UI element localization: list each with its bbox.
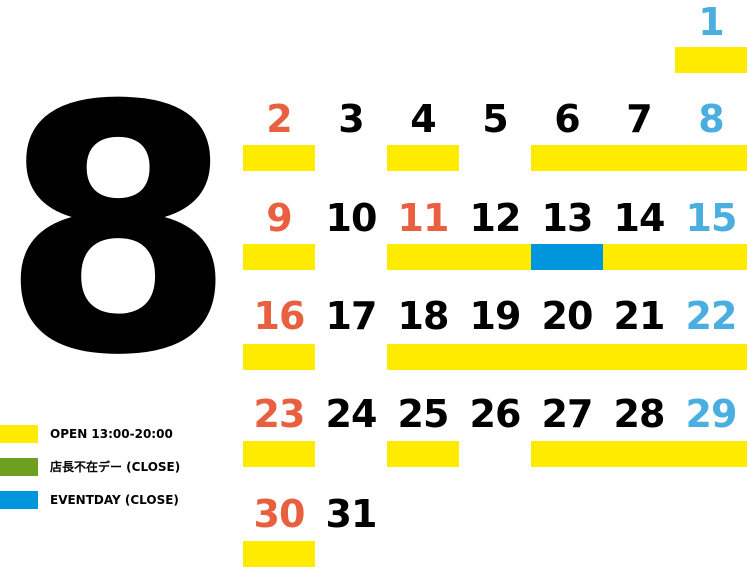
day-status-bar — [531, 244, 603, 270]
day-status-bar — [603, 244, 675, 270]
day-number: 7 — [626, 97, 652, 141]
day-status-bar — [675, 344, 747, 370]
day-status-bar — [675, 244, 747, 270]
day-number: 19 — [469, 294, 522, 338]
day-number: 10 — [325, 196, 378, 240]
day-number: 9 — [266, 196, 292, 240]
legend-label-open: OPEN 13:00-20:00 — [50, 427, 173, 441]
day-number: 22 — [685, 294, 738, 338]
day-status-bar — [387, 244, 459, 270]
legend-swatch-event — [0, 491, 38, 509]
month-number: 8 — [0, 34, 237, 430]
day-status-bar — [603, 441, 675, 467]
day-number: 27 — [541, 392, 594, 436]
legend-label-absent: 店長不在デー (CLOSE) — [50, 460, 181, 474]
day-status-bar — [459, 244, 531, 270]
day-number: 23 — [253, 392, 306, 436]
day-status-bar — [531, 344, 603, 370]
legend-label-event: EVENTDAY (CLOSE) — [50, 493, 179, 507]
day-number: 16 — [253, 294, 306, 338]
day-number: 24 — [325, 392, 378, 436]
day-number: 31 — [325, 492, 378, 536]
day-number: 20 — [541, 294, 594, 338]
day-status-bar — [243, 344, 315, 370]
day-status-bar — [531, 145, 603, 171]
day-status-bar — [675, 47, 747, 73]
day-number: 14 — [613, 196, 666, 240]
day-status-bar — [675, 441, 747, 467]
legend-swatch-open — [0, 425, 38, 443]
day-number: 1 — [698, 0, 724, 44]
day-number: 2 — [266, 97, 292, 141]
day-status-bar — [459, 344, 531, 370]
day-number: 4 — [410, 97, 436, 141]
day-number: 18 — [397, 294, 450, 338]
day-status-bar — [603, 344, 675, 370]
day-number: 29 — [685, 392, 738, 436]
day-number: 15 — [685, 196, 738, 240]
day-status-bar — [675, 145, 747, 171]
day-number: 11 — [397, 196, 450, 240]
day-status-bar — [243, 541, 315, 567]
day-number: 12 — [469, 196, 522, 240]
day-number: 8 — [698, 97, 724, 141]
day-number: 13 — [541, 196, 594, 240]
day-number: 25 — [397, 392, 450, 436]
day-number: 26 — [469, 392, 522, 436]
legend: OPEN 13:00-20:00 店長不在デー (CLOSE) EVENTDAY (… — [0, 425, 230, 525]
day-number: 30 — [253, 492, 306, 536]
day-status-bar — [387, 344, 459, 370]
day-status-bar — [243, 441, 315, 467]
day-number: 5 — [482, 97, 508, 141]
legend-swatch-absent — [0, 458, 38, 476]
day-status-bar — [531, 441, 603, 467]
day-status-bar — [603, 145, 675, 171]
day-status-bar — [387, 145, 459, 171]
day-number: 3 — [338, 97, 364, 141]
day-number: 28 — [613, 392, 666, 436]
day-number: 17 — [325, 294, 378, 338]
day-status-bar — [243, 145, 315, 171]
day-number: 6 — [554, 97, 580, 141]
day-status-bar — [387, 441, 459, 467]
day-status-bar — [243, 244, 315, 270]
day-number: 21 — [613, 294, 666, 338]
